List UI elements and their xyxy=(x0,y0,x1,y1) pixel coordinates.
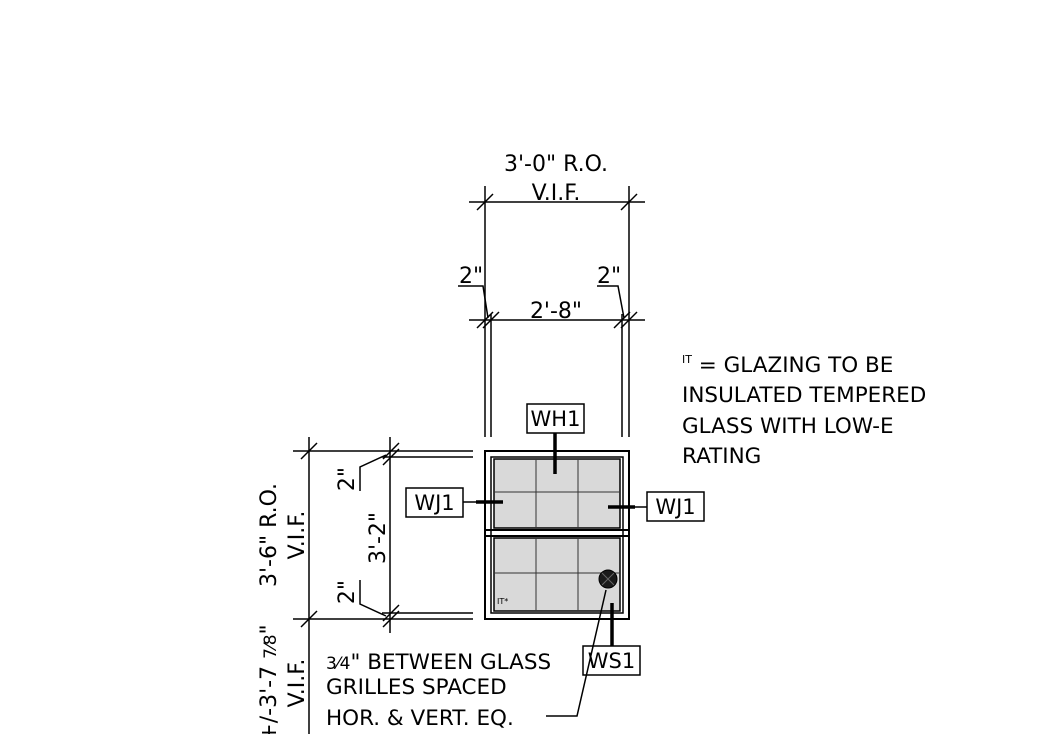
sash-height-dimension: 3'-2" 2" 2" xyxy=(335,437,400,633)
tag-jamb-left-label: WJ1 xyxy=(414,491,454,515)
grille-note-line-2: GRILLES SPACED xyxy=(326,675,507,700)
grille-note: 3⁄4" BETWEEN GLASS GRILLES SPACED HOR. &… xyxy=(326,589,607,731)
tag-jamb-right-label: WJ1 xyxy=(655,495,695,519)
tag-jamb-right[interactable]: WJ1 xyxy=(608,491,705,522)
grille-note-leader xyxy=(546,589,607,717)
overall-height-dimension: 3'-6" R.O. V.I.F. xyxy=(257,437,318,734)
glazing-note-line-4: RATING xyxy=(682,444,761,469)
sill-height-vif: V.I.F. xyxy=(285,659,310,708)
sill-height-dimension: +/-3'-7 7⁄8" V.I.F. xyxy=(257,624,310,734)
grille-note-line-1: 3⁄4" BETWEEN GLASS xyxy=(326,650,551,675)
sill-height-label: +/-3'-7 7⁄8" xyxy=(257,624,282,734)
tag-head[interactable]: WH1 xyxy=(526,403,585,474)
window-unit: IT* xyxy=(484,450,630,620)
upper-sash-glass xyxy=(493,458,621,529)
tag-head-label: WH1 xyxy=(531,407,581,431)
tag-jamb-left[interactable]: WJ1 xyxy=(405,487,503,518)
glazing-note-line-2: INSULATED TEMPERED xyxy=(682,383,926,408)
glazing-note-line-1: IT = GLAZING TO BE xyxy=(682,353,893,378)
grille-note-line-3: HOR. & VERT. EQ. xyxy=(326,706,514,731)
sash-width-label: 2'-8" xyxy=(530,299,582,324)
overall-height-vif: V.I.F. xyxy=(285,511,310,560)
overall-width-dimension: 3'-0" R.O. V.I.F. xyxy=(469,152,645,437)
overall-width-vif: V.I.F. xyxy=(532,181,581,206)
overall-height-label: 3'-6" R.O. xyxy=(257,483,282,587)
glass-mark: IT* xyxy=(497,597,508,606)
top-trim-label: 2" xyxy=(335,467,360,491)
left-trim-label: 2" xyxy=(459,264,483,289)
bottom-trim-label: 2" xyxy=(335,580,360,604)
tag-sill[interactable]: WS1 xyxy=(582,603,641,676)
glazing-note-line-3: GLASS WITH LOW-E xyxy=(682,414,894,439)
overall-width-label: 3'-0" R.O. xyxy=(504,152,608,177)
right-trim-label: 2" xyxy=(597,264,621,289)
glazing-note: IT = GLAZING TO BE INSULATED TEMPERED GL… xyxy=(682,353,926,469)
sash-width-dimension: 2'-8" 2" 2" xyxy=(458,264,645,437)
lower-sash-glass xyxy=(493,537,621,612)
tag-sill-label: WS1 xyxy=(588,649,635,673)
sash-height-label: 3'-2" xyxy=(366,512,391,564)
